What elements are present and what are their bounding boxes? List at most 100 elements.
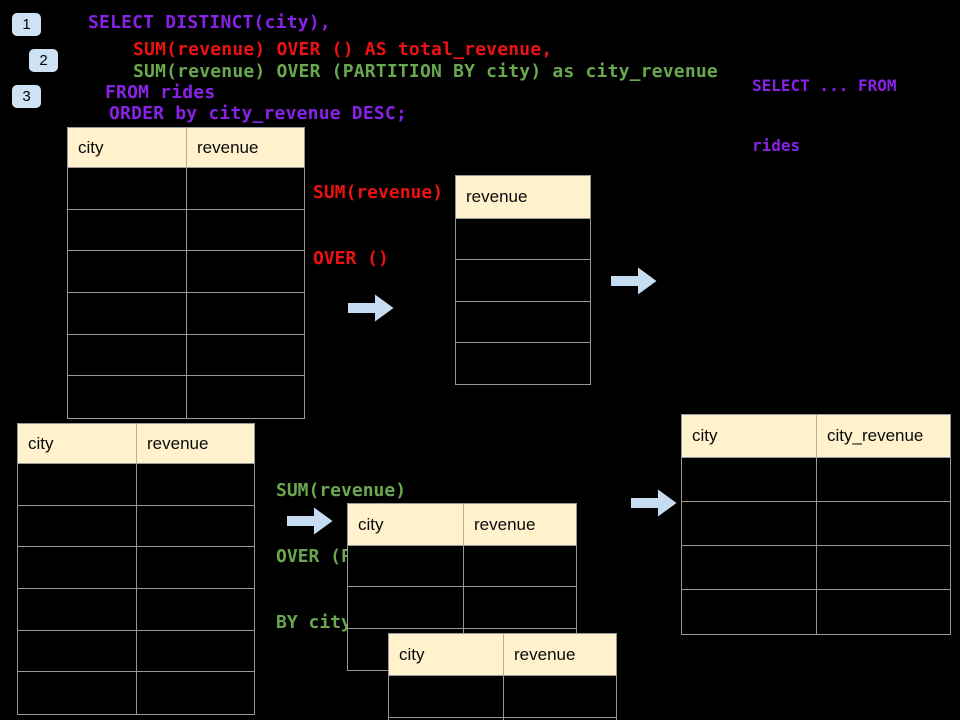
table-cell <box>18 630 137 672</box>
sql-line-order-by: ORDER by city_revenue DESC; <box>109 103 407 124</box>
sql-line-partition-sum: SUM(revenue) OVER (PARTITION BY city) as… <box>133 61 718 82</box>
side-note-line-2: rides <box>752 136 801 155</box>
table-row <box>682 458 950 502</box>
table-cell <box>68 251 187 293</box>
table-cell <box>187 376 304 418</box>
table-row <box>682 502 950 546</box>
column-header-city: city <box>682 415 817 458</box>
table-cell <box>389 676 504 717</box>
table-cell <box>389 718 504 720</box>
table-row <box>456 343 590 384</box>
table-row <box>68 168 304 210</box>
column-header-revenue: revenue <box>137 424 254 464</box>
table-cell <box>137 672 254 714</box>
right-arrow-icon <box>631 489 677 517</box>
sql-line-total-sum: SUM(revenue) OVER () AS total_revenue, <box>133 39 553 60</box>
table-cell <box>817 546 950 589</box>
step-badge-1: 1 <box>12 13 41 36</box>
table-cell <box>18 672 137 715</box>
table-row <box>389 718 616 720</box>
table-row <box>348 546 576 588</box>
annotation-total-revenue: SUM(revenue) OVER () <box>313 138 443 314</box>
table-row <box>348 587 576 629</box>
table-cell <box>504 676 616 717</box>
table-row <box>456 260 590 302</box>
column-header-revenue: revenue <box>456 176 590 219</box>
column-header-city: city <box>348 504 464 546</box>
table-row <box>18 464 254 506</box>
side-note-select-from-rides: SELECT ... FROM rides <box>752 36 897 196</box>
table-header-row: city revenue <box>389 634 616 676</box>
table-row <box>682 546 950 590</box>
table-source-top: city revenue <box>67 127 305 420</box>
column-header-city: city <box>389 634 504 676</box>
column-header-revenue: revenue <box>504 634 616 676</box>
table-cell <box>682 546 817 589</box>
table-cell <box>68 293 187 334</box>
table-header-row: city revenue <box>68 128 304 168</box>
column-header-city-revenue: city_revenue <box>817 415 950 458</box>
column-header-revenue: revenue <box>187 128 304 168</box>
side-note-line-1: SELECT ... FROM <box>752 76 897 95</box>
table-cell <box>348 546 464 587</box>
table-row <box>682 590 950 634</box>
table-cell <box>456 260 590 300</box>
table-cell <box>456 302 590 342</box>
table-cell <box>68 209 187 251</box>
annotation-partition-line-1: SUM(revenue) <box>276 480 407 501</box>
table-row <box>18 630 254 673</box>
table-cell <box>187 335 304 376</box>
table-cell <box>187 251 304 292</box>
table-cell <box>137 547 254 588</box>
table-cell <box>682 458 817 501</box>
column-header-revenue: revenue <box>464 504 576 546</box>
table-cell <box>187 293 304 334</box>
table-row <box>18 505 254 548</box>
table-cell <box>817 590 950 634</box>
table-row <box>456 302 590 343</box>
column-header-city: city <box>68 128 187 168</box>
table-row <box>18 672 254 715</box>
table-row <box>389 676 616 718</box>
annotation-total-line-1: SUM(revenue) <box>313 182 444 203</box>
step-badge-3: 3 <box>12 85 41 108</box>
table-cell <box>18 505 137 547</box>
table-cell <box>187 168 304 209</box>
table-partition-overlay: city revenue <box>388 633 617 720</box>
table-cell <box>682 502 817 545</box>
step-badge-2: 2 <box>29 49 58 72</box>
table-header-row: revenue <box>456 176 590 219</box>
sql-line-select: SELECT DISTINCT(city), <box>88 12 331 33</box>
table-cell <box>456 343 590 384</box>
table-header-row: city city_revenue <box>682 415 950 458</box>
table-row <box>456 219 590 261</box>
table-source-bottom: city revenue <box>17 423 255 716</box>
table-cell <box>137 506 254 547</box>
column-header-city: city <box>18 424 137 464</box>
table-total-result: revenue <box>455 175 591 386</box>
table-row <box>68 209 304 252</box>
table-cell <box>68 334 187 376</box>
table-cell <box>18 547 137 589</box>
table-row <box>18 547 254 590</box>
table-header-row: city revenue <box>348 504 576 546</box>
table-header-row: city revenue <box>18 424 254 464</box>
table-cell <box>68 168 187 209</box>
table-row <box>68 251 304 294</box>
table-row <box>68 376 304 419</box>
table-cell <box>137 589 254 630</box>
table-cell <box>817 502 950 545</box>
table-cell <box>464 546 576 586</box>
table-row <box>68 334 304 377</box>
table-cell <box>68 376 187 419</box>
annotation-total-line-2: OVER () <box>313 248 389 269</box>
right-arrow-icon <box>611 267 657 295</box>
table-row <box>18 589 254 631</box>
table-cell <box>464 587 576 627</box>
table-cell <box>18 589 137 630</box>
right-arrow-icon <box>348 294 394 322</box>
right-arrow-icon <box>287 507 333 535</box>
table-cell <box>682 590 817 634</box>
table-cell <box>456 219 590 259</box>
